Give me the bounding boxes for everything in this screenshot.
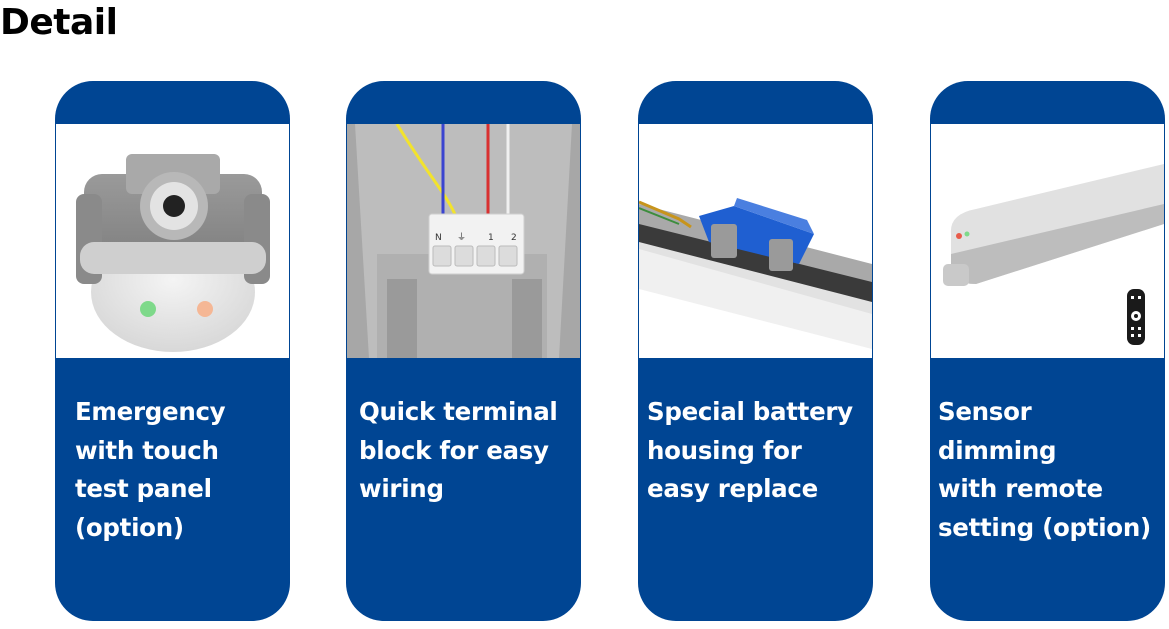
green-led-icon [140, 301, 156, 317]
emergency-light-icon [76, 154, 270, 352]
battery-housing-icon [639, 124, 872, 358]
card-caption: Quick terminal block for easy wiring [359, 397, 558, 503]
orange-led-icon [197, 301, 213, 317]
remote-control-icon [1127, 289, 1145, 345]
terminal-label: 1 [488, 233, 494, 243]
card-caption: Emergency with touch test panel (option) [75, 397, 226, 542]
feature-card-terminal: N ⏚ 1 2 Quick terminal block for easy wi… [346, 81, 581, 621]
emergency-light-image [56, 124, 289, 358]
battery-housing-image [639, 124, 872, 358]
terminal-label: N [435, 233, 442, 243]
card-caption: Sensor dimming with remote setting (opti… [938, 397, 1151, 542]
terminal-label: ⏚ [457, 232, 466, 243]
terminal-block-icon: N ⏚ 1 2 [347, 124, 580, 358]
page-title: Detail [0, 2, 118, 43]
tube-light-image [931, 124, 1164, 358]
feature-card-sensor: Sensor dimming with remote setting (opti… [930, 81, 1165, 621]
feature-card-emergency: Emergency with touch test panel (option) [55, 81, 290, 621]
card-caption: Special battery housing for easy replace [647, 397, 853, 503]
terminal-label: 2 [511, 233, 517, 243]
terminal-block-image: N ⏚ 1 2 [347, 124, 580, 358]
feature-card-battery: Special battery housing for easy replace [638, 81, 873, 621]
tube-light-icon [931, 124, 1164, 358]
